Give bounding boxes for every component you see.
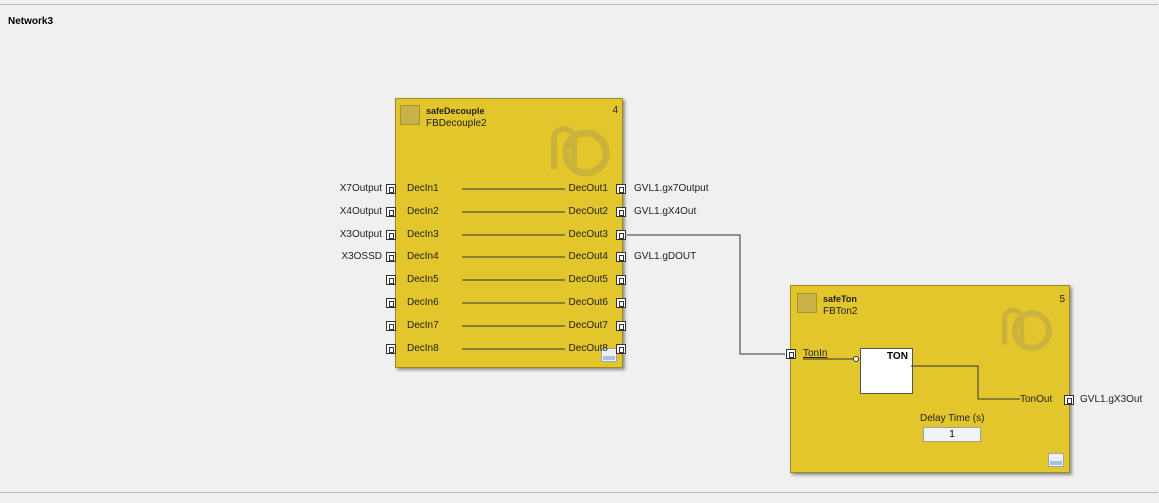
input-port-icon[interactable] (386, 184, 396, 194)
input-port-icon[interactable] (386, 230, 396, 240)
decouple-input-pin: DecIn6 (407, 297, 439, 308)
decouple-input-pin: DecIn4 (407, 251, 439, 262)
output-port-icon[interactable] (616, 252, 626, 262)
decouple-input-variable[interactable]: X4Output (339, 206, 382, 217)
decouple-input-variable[interactable]: X3Output (339, 229, 382, 240)
decouple-output-pin: DecOut4 (568, 251, 608, 262)
decouple-output-pin: DecOut6 (568, 297, 608, 308)
output-port-icon[interactable] (616, 321, 626, 331)
decouple-output-pin: DecOut5 (568, 274, 608, 285)
decouple-input-pin: DecIn5 (407, 274, 439, 285)
timer-block-icon (797, 293, 817, 313)
decouple-output-variable[interactable]: GVL1.gDOUT (634, 251, 697, 262)
block-toggle-button[interactable] (1048, 453, 1064, 467)
block-instance-name[interactable]: FBDecouple2 (426, 118, 487, 129)
input-port-icon[interactable] (386, 275, 396, 285)
block-instance-name[interactable]: FBTon2 (823, 306, 858, 317)
decouple-output-pin: DecOut1 (568, 183, 608, 194)
decouple-input-pin: DecIn8 (407, 343, 439, 354)
output-port-icon[interactable] (616, 184, 626, 194)
tonin-pin-label: TonIn (803, 348, 828, 359)
tonout-pin-label: TonOut (1020, 394, 1053, 405)
gear-watermark-icon (551, 126, 610, 177)
network-title: Network3 (8, 16, 54, 27)
input-port-icon[interactable] (386, 321, 396, 331)
tonout-port-icon[interactable] (1064, 395, 1074, 405)
input-port-icon[interactable] (386, 207, 396, 217)
ton-timer-box[interactable] (860, 348, 913, 394)
ton-box-title: TON (887, 351, 908, 362)
decouple-output-variable[interactable]: GVL1.gX4Out (634, 206, 697, 217)
output-port-icon[interactable] (616, 298, 626, 308)
output-port-icon[interactable] (616, 230, 626, 240)
block-type-name: safeTon (823, 294, 857, 304)
decouple-output-pin: DecOut8 (568, 343, 608, 354)
input-port-icon[interactable] (386, 252, 396, 262)
decouple-input-pin: DecIn2 (407, 206, 439, 217)
input-port-icon[interactable] (386, 298, 396, 308)
delay-time-label: Delay Time (s) (920, 413, 985, 424)
ton-input-connector (853, 356, 859, 362)
tonin-port-icon[interactable] (786, 349, 796, 359)
block-toggle-button[interactable] (601, 348, 617, 362)
block-number: 5 (1059, 294, 1065, 305)
decouple-input-pin: DecIn1 (407, 183, 439, 194)
gear-watermark-icon (1002, 307, 1053, 351)
ton-to-tonout-wire (911, 365, 1020, 400)
function-block-icon (400, 105, 420, 125)
block-number: 4 (612, 105, 618, 116)
safeton-block[interactable]: safeTon FBTon2 5 TON Delay Time (s) 1 (790, 285, 1070, 473)
decouple-output-pin: DecOut3 (568, 229, 608, 240)
input-port-icon[interactable] (386, 344, 396, 354)
decout3-to-tonin-wire (627, 234, 785, 355)
output-port-icon[interactable] (616, 344, 626, 354)
tonout-variable[interactable]: GVL1.gX3Out (1080, 394, 1143, 405)
decouple-output-pin: DecOut7 (568, 320, 608, 331)
decouple-input-pin: DecIn3 (407, 229, 439, 240)
decouple-input-variable[interactable]: X7Output (339, 183, 382, 194)
delay-time-input[interactable]: 1 (923, 427, 981, 442)
decouple-output-variable[interactable]: GVL1.gx7Output (634, 183, 709, 194)
network-frame (0, 4, 1158, 493)
output-port-icon[interactable] (616, 275, 626, 285)
decouple-output-pin: DecOut2 (568, 206, 608, 217)
decouple-input-variable[interactable]: X3OSSD (341, 251, 382, 262)
output-port-icon[interactable] (616, 207, 626, 217)
block-type-name: safeDecouple (426, 106, 485, 116)
decouple-input-pin: DecIn7 (407, 320, 439, 331)
